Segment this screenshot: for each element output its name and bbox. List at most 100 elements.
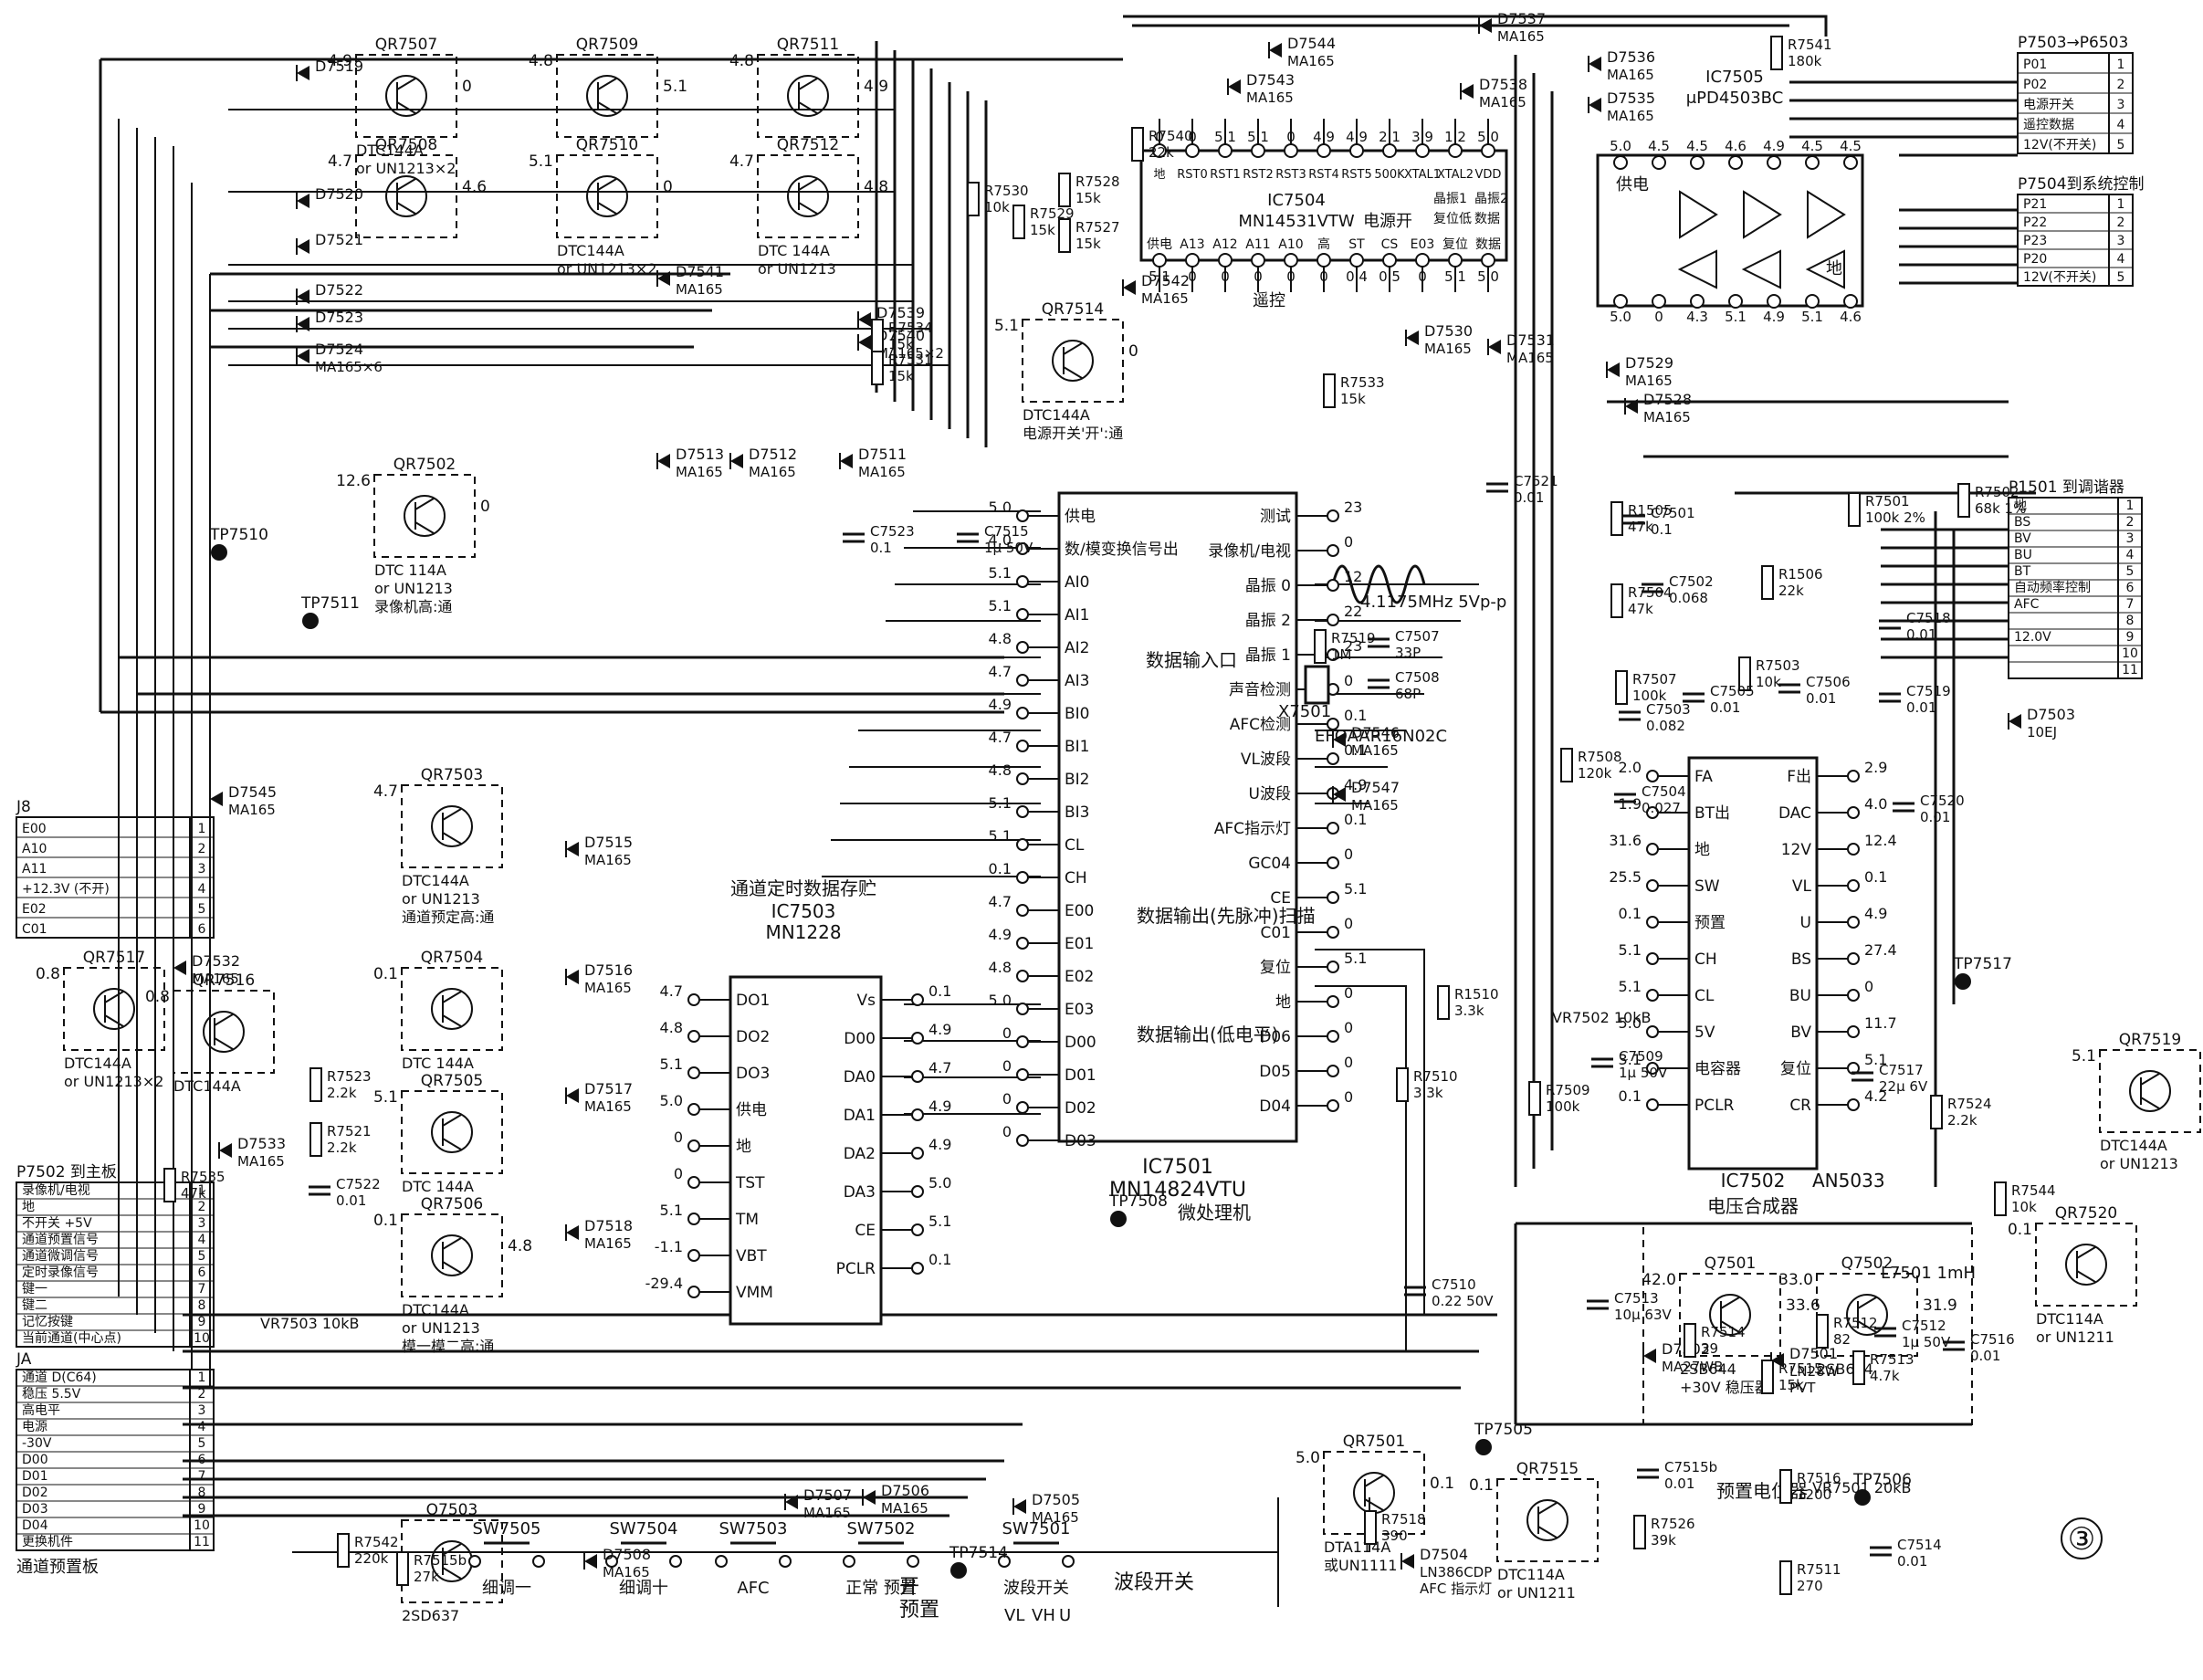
crystal-ref: X7501 xyxy=(1278,702,1331,721)
diode-ref: D7519 xyxy=(315,58,363,75)
diode-part: MA165 xyxy=(1246,89,1294,106)
pin-voltage: 0.1 xyxy=(1344,811,1367,828)
pin-dot xyxy=(1646,806,1659,819)
diode-icon xyxy=(785,1495,798,1509)
pin-name: 电容器 xyxy=(1694,1060,1741,1078)
pin-voltage: 4.8 xyxy=(989,630,1012,647)
pin-dot xyxy=(1016,674,1029,687)
pin-dot xyxy=(1016,1035,1029,1048)
ic7505-ref: IC7505 xyxy=(1705,68,1764,87)
pin-dot xyxy=(1613,155,1628,170)
transistor-ref: QR7516 xyxy=(193,971,255,990)
power-supply-outline xyxy=(1642,1223,1973,1425)
resistor-icon xyxy=(1610,583,1623,618)
switch-position: VH xyxy=(1032,1606,1055,1625)
resistor-ref: R7502 xyxy=(1975,484,2019,500)
pin-dot xyxy=(1327,579,1339,592)
connector-pin-number: 10 xyxy=(2122,646,2138,661)
connector-footer: 通道预置板 xyxy=(16,1558,99,1577)
transistor-part: DTC144A xyxy=(64,1055,131,1072)
pin-dot xyxy=(1016,871,1029,884)
transistor-part: 2SB644 xyxy=(1680,1360,1736,1378)
connector-pin-number: 10 xyxy=(194,1518,210,1533)
pin-dot xyxy=(1016,1134,1029,1147)
connector-p1501: P1501 到调谐器1地2BS3BV4BU5BT6自动频率控制7AFC8912.… xyxy=(2008,478,2143,679)
pin-voltage: 12.4 xyxy=(1864,832,1897,849)
transistor-outline xyxy=(1022,319,1124,403)
transistor-icon xyxy=(431,1234,473,1276)
pin-dot xyxy=(1847,989,1860,1002)
transistor-voltage-in: 5.0 xyxy=(1296,1449,1320,1467)
pin-name: VMM xyxy=(736,1284,773,1302)
transistor-voltage-in: 0.8 xyxy=(36,965,60,983)
pin-dot xyxy=(911,993,924,1006)
pin-name: D00 xyxy=(844,1030,876,1048)
pin-voltage: -1.1 xyxy=(655,1238,683,1255)
ic7501-group-level: 数据输出(低电平) xyxy=(1137,1024,1279,1045)
pin-voltage: 5.0 xyxy=(989,992,1012,1009)
transistor-part: DTC 114A xyxy=(374,562,446,579)
capacitor-value: 0.01 xyxy=(1970,1348,2000,1364)
diode-part: MA165×2 xyxy=(876,345,944,362)
pin-voltage: 4.7 xyxy=(989,893,1012,910)
diode-ref: D7544 xyxy=(1287,35,1336,52)
pin-dot xyxy=(1728,155,1743,170)
pin-voltage: 23 xyxy=(1344,499,1362,516)
pin-name: U波段 xyxy=(1249,785,1291,803)
pin-dot xyxy=(911,1262,924,1275)
pin-name: CS xyxy=(1381,237,1399,252)
pin-name: 数据 xyxy=(1475,237,1501,252)
resistor-ref: R7529 xyxy=(1030,205,1075,222)
transistor-voltage-in: 12.6 xyxy=(336,472,371,490)
pin-voltage: 5.0 xyxy=(989,499,1012,516)
pin-voltage: 4.7 xyxy=(928,1059,951,1076)
transistor-icon xyxy=(586,75,628,117)
pin-name: RST0 xyxy=(1177,168,1208,182)
connector-pin-label: D00 xyxy=(22,1453,48,1467)
connector-pin-label: 稳压 5.5V xyxy=(22,1387,81,1402)
capacitor-ref: C7514 xyxy=(1897,1537,1942,1553)
ic-pin: 0.1Vs xyxy=(857,982,952,1010)
pin-dot xyxy=(1652,294,1666,309)
transistor-part: DTC114A xyxy=(2036,1310,2103,1328)
pin-name: 晶振 2 xyxy=(1245,612,1291,630)
pin-voltage: 0 xyxy=(1344,533,1353,551)
pin-dot xyxy=(687,1139,700,1152)
pin-voltage: 5.1 xyxy=(989,597,1012,614)
transistor-icon xyxy=(1846,1294,1888,1336)
connector-pin-number: 2 xyxy=(2117,78,2125,92)
pin-dot xyxy=(1317,143,1331,158)
pin-voltage: 25.5 xyxy=(1609,868,1642,886)
diode-part: MA165 xyxy=(603,1564,650,1580)
ic7501-title: 微处理机 xyxy=(1178,1202,1251,1223)
pin-voltage: 4.9 xyxy=(1346,129,1368,145)
connector-pin-label: C01 xyxy=(22,922,47,937)
resistor-ref: R1510 xyxy=(1454,986,1499,1003)
pin-voltage: 5.1 xyxy=(989,564,1012,582)
connector-frame xyxy=(2017,52,2134,154)
transistor-voltage-out: 31.9 xyxy=(1923,1297,1957,1315)
diode-ref: D7547 xyxy=(1351,779,1400,796)
diode-icon xyxy=(1625,399,1638,414)
preset-pot-label: 预置电位器 xyxy=(1716,1480,1808,1502)
diode-part: MA165 xyxy=(1607,67,1654,83)
pin-voltage: 0 xyxy=(1286,129,1296,145)
test-point: TP7510 xyxy=(209,526,268,561)
diode-icon xyxy=(584,1554,597,1569)
transistor-icon xyxy=(2065,1244,2107,1286)
transistor-voltage-out: 0.1 xyxy=(1430,1475,1454,1493)
diode-part: 10EJ xyxy=(2027,724,2057,740)
